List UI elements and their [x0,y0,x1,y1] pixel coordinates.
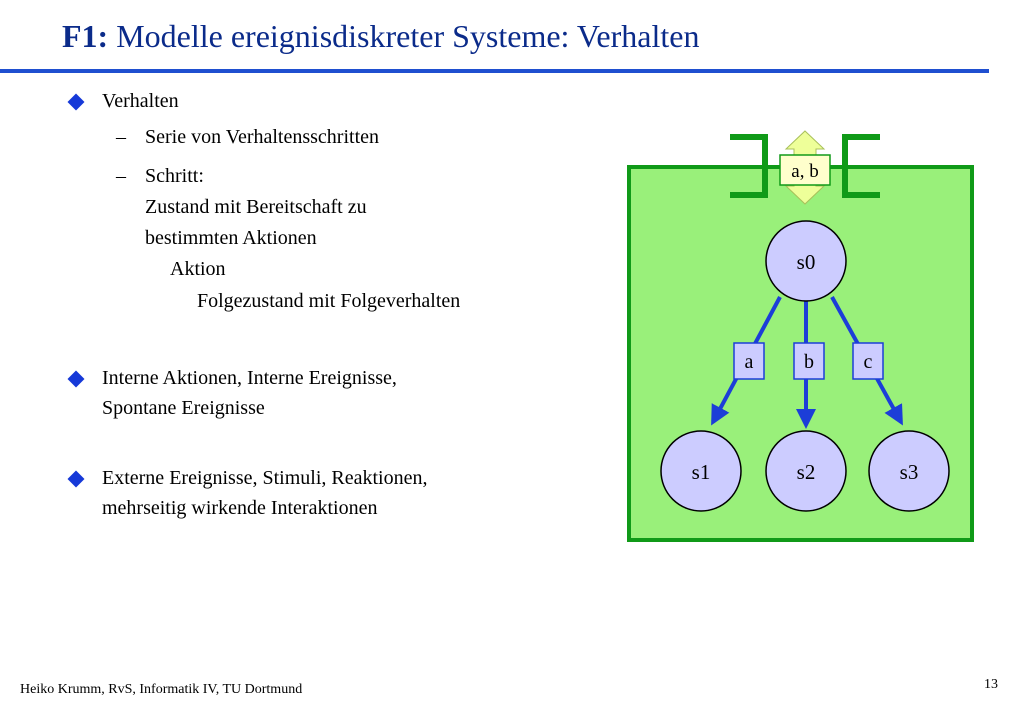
state-s1 [660,430,742,512]
page-number: 13 [984,677,998,692]
schritt-line-4: Folgezustand mit Folgeverhalten [197,290,461,312]
title-prefix: F1: [62,18,109,54]
schritt-line-2: bestimmten Aktionen [145,227,317,249]
schritt-line-3: Aktion [170,258,226,280]
action-a-box [733,342,765,380]
title-divider [0,69,989,73]
interface-label-box [779,154,831,186]
bullet-externe-line2: mehrseitig wirkende Interaktionen [102,497,378,519]
title-text: Modelle ereignisdiskreter Systeme: Verha… [116,18,700,54]
action-b-label: b [804,351,814,373]
slide-title: F1: Modelle ereignisdiskreter Systeme: V… [62,18,699,55]
state-s2 [765,430,847,512]
action-b-box [793,342,825,380]
dash-marker: – [116,126,126,148]
interface-label: a, b [791,161,818,182]
state-s3 [868,430,950,512]
state-s2-label: s2 [797,460,816,484]
state-s0 [765,220,847,302]
right-bracket-icon [842,134,880,198]
schritt-line-1: Zustand mit Bereitschaft zu [145,196,367,218]
state-s3-label: s3 [900,460,919,484]
action-c-label: c [864,351,873,373]
footer-author: Heiko Krumm, RvS, Informatik IV, TU Dort… [20,682,303,697]
bullet-list: Verhalten – Serie von Verhaltensschritte… [67,90,461,519]
bullet-interne-line2: Spontane Ereignisse [102,397,265,419]
dash-marker: – [116,165,126,187]
bullet-interne-line1: Interne Aktionen, Interne Ereignisse, [102,367,397,389]
state-s0-label: s0 [797,250,816,274]
state-s1-label: s1 [692,460,711,484]
action-c-box [852,342,884,380]
bullet-verhalten: Verhalten [102,90,179,112]
left-bracket-icon [730,134,768,198]
sub-item-serie: Serie von Verhaltensschritten [145,126,380,148]
action-a-label: a [745,351,754,373]
bullet-externe-line1: Externe Ereignisse, Stimuli, Reaktionen, [102,467,428,489]
sub-item-schritt: Schritt: [145,165,204,187]
